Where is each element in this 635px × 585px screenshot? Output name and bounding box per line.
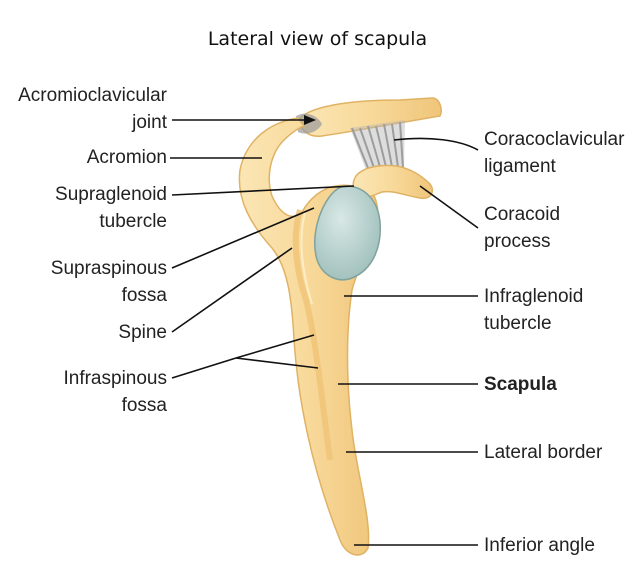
glenoid-cavity-shape (314, 185, 381, 281)
acromioclavicular-joint-arrowhead (304, 115, 316, 125)
label-infraglenoid-tubercle: Infraglenoid tubercle (484, 286, 584, 334)
acromioclavicular-joint-shape (296, 113, 322, 134)
spine-ridge-shape (292, 209, 333, 461)
label-acromioclavicular-joint: Acromioclavicular joint (18, 85, 167, 133)
leader-lines-right (338, 137, 479, 546)
label-acromion: Acromion (86, 147, 167, 168)
label-spine: Spine (118, 322, 167, 343)
clavicle-shape (299, 97, 442, 137)
label-supraspinous-fossa: Supraspinous fossa (50, 258, 167, 306)
diagram-title: Lateral view of scapula (207, 28, 428, 50)
label-inferior-angle: Inferior angle (484, 535, 595, 556)
label-infraspinous-fossa: Infraspinous fossa (63, 368, 167, 416)
label-supraglenoid-tubercle: Supraglenoid tubercle (55, 184, 167, 232)
label-scapula: Scapula (484, 374, 557, 395)
coracoclavicular-ligament-band (350, 120, 405, 170)
label-coracoclavicular-ligament: Coracoclavicular ligament (484, 129, 625, 177)
leader-lines-left (170, 119, 355, 379)
coracoclavicular-ligament-shape (351, 121, 404, 169)
label-lateral-border: Lateral border (484, 442, 603, 463)
label-coracoid-process: Coracoid process (484, 204, 561, 252)
spine-ridge-highlight (300, 211, 313, 305)
